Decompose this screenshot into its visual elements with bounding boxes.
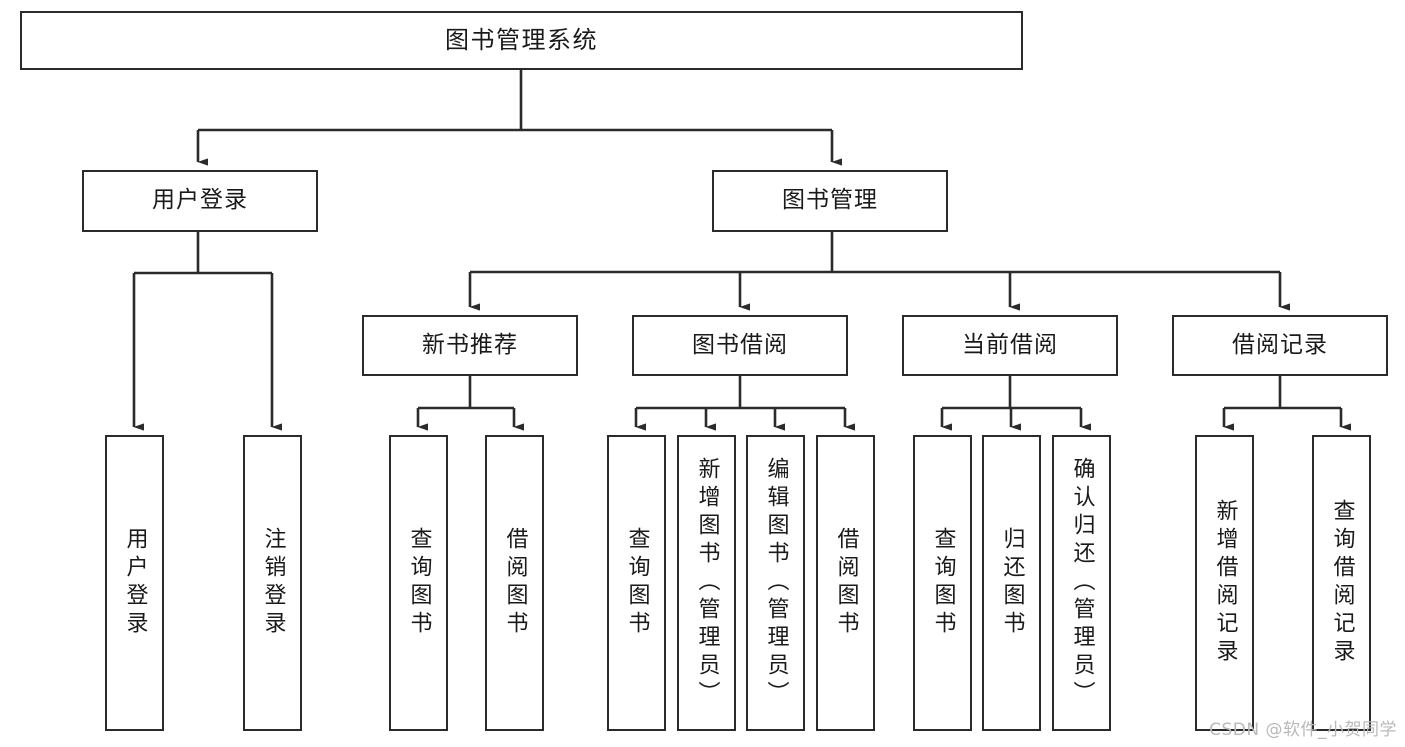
node-leaf-user-login-label: 用户登录 xyxy=(122,527,148,639)
node-leaf-add-book[interactable]: 新增图书（管理员） xyxy=(677,435,736,731)
node-leaf-add-record[interactable]: 新增借阅记录 xyxy=(1195,435,1254,731)
node-root-label: 图书管理系统 xyxy=(445,26,598,55)
node-leaf-borrow-book-2[interactable]: 借阅图书 xyxy=(816,435,875,731)
node-leaf-query-book-1[interactable]: 查询图书 xyxy=(389,435,448,731)
node-leaf-user-logout[interactable]: 注销登录 xyxy=(243,435,302,731)
node-leaf-return-book[interactable]: 归还图书 xyxy=(982,435,1041,731)
node-user-login-label: 用户登录 xyxy=(152,187,248,214)
node-new-book-recommend-label: 新书推荐 xyxy=(422,331,518,358)
node-new-book-recommend[interactable]: 新书推荐 xyxy=(362,315,578,376)
node-leaf-confirm-return[interactable]: 确认归还（管理员） xyxy=(1052,435,1111,731)
node-book-borrow[interactable]: 图书借阅 xyxy=(632,315,848,376)
node-current-borrow-label: 当前借阅 xyxy=(962,331,1058,358)
node-leaf-user-login[interactable]: 用户登录 xyxy=(105,435,164,731)
node-borrow-record-label: 借阅记录 xyxy=(1232,331,1328,358)
node-leaf-edit-book-label: 编辑图书（管理员） xyxy=(763,457,789,709)
node-leaf-query-book-1-label: 查询图书 xyxy=(406,527,432,639)
node-leaf-borrow-book-2-label: 借阅图书 xyxy=(833,527,859,639)
node-book-borrow-label: 图书借阅 xyxy=(692,331,788,358)
node-leaf-query-book-3-label: 查询图书 xyxy=(930,527,956,639)
node-leaf-edit-book[interactable]: 编辑图书（管理员） xyxy=(746,435,805,731)
csdn-watermark: CSDN @软件_小贺同学 xyxy=(1209,720,1397,740)
node-leaf-user-logout-label: 注销登录 xyxy=(260,527,286,639)
node-leaf-add-book-label: 新增图书（管理员） xyxy=(694,457,720,709)
node-book-manage[interactable]: 图书管理 xyxy=(712,170,948,232)
node-book-manage-label: 图书管理 xyxy=(782,187,878,214)
node-leaf-borrow-book-1[interactable]: 借阅图书 xyxy=(485,435,544,731)
node-leaf-query-book-2-label: 查询图书 xyxy=(624,527,650,639)
node-leaf-borrow-book-1-label: 借阅图书 xyxy=(502,527,528,639)
node-leaf-query-record-label: 查询借阅记录 xyxy=(1329,499,1355,667)
node-user-login[interactable]: 用户登录 xyxy=(82,170,318,232)
node-borrow-record[interactable]: 借阅记录 xyxy=(1172,315,1388,376)
node-root[interactable]: 图书管理系统 xyxy=(20,11,1023,70)
node-leaf-confirm-return-label: 确认归还（管理员） xyxy=(1069,457,1095,709)
node-leaf-return-book-label: 归还图书 xyxy=(999,527,1025,639)
node-leaf-add-record-label: 新增借阅记录 xyxy=(1212,499,1238,667)
node-leaf-query-book-2[interactable]: 查询图书 xyxy=(607,435,666,731)
node-current-borrow[interactable]: 当前借阅 xyxy=(902,315,1118,376)
node-leaf-query-record[interactable]: 查询借阅记录 xyxy=(1312,435,1371,731)
node-leaf-query-book-3[interactable]: 查询图书 xyxy=(913,435,972,731)
